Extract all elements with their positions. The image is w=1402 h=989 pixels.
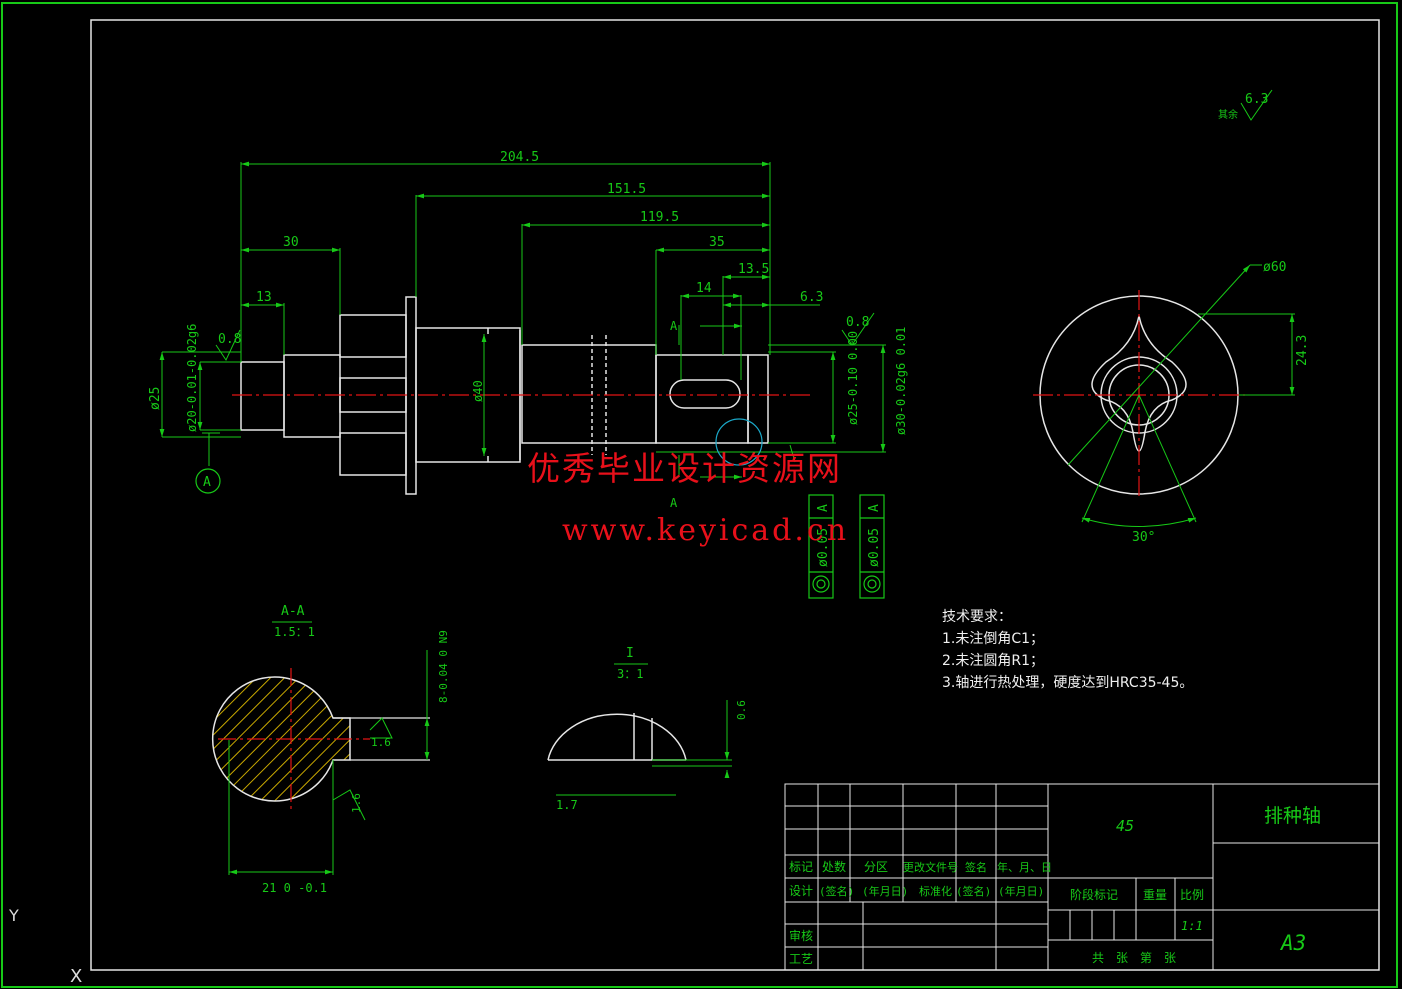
note-item-3: 3.轴进行热处理，硬度达到HRC35-45。 <box>942 675 1194 691</box>
main-dimension-lines <box>159 89 1273 480</box>
dim-13-5: 13.5 <box>738 262 769 277</box>
dim-30: 30 <box>283 235 299 250</box>
end-view-dia: ø60 <box>1263 260 1286 275</box>
tb-design-sign: (签名) <box>819 884 854 898</box>
tb-h-date: 年、月、日 <box>997 860 1052 874</box>
datum-a-label: A <box>203 475 211 490</box>
dim-35: 35 <box>709 235 725 250</box>
dim-6-3: 6.3 <box>800 290 823 305</box>
note-item-1: 1.未注倒角C1； <box>942 631 1045 647</box>
datum-a-circle <box>195 468 221 494</box>
roughness-left: 0.8 <box>218 332 241 347</box>
dim-total: 204.5 <box>500 150 539 165</box>
dim-119: 119.5 <box>640 210 679 225</box>
dim-151: 151.5 <box>607 182 646 197</box>
tolerance-frame-1-datum: A <box>816 504 831 512</box>
end-view-height: 24.3 <box>1295 335 1310 366</box>
section-rough-1: 1.6 <box>371 736 391 749</box>
tb-h-zone: 分区 <box>864 860 888 874</box>
section-mark-bottom: A <box>670 496 678 510</box>
dim-phi40: ø40 <box>471 380 485 402</box>
note-item-2: 2.未注圆角R1； <box>942 653 1044 669</box>
watermark-url: www.keyicad.cn <box>562 513 850 548</box>
tb-scale-value: 1:1 <box>1181 919 1203 933</box>
tb-h-count: 处数 <box>822 859 846 874</box>
section-depth: 21 0 -0.1 <box>262 881 327 895</box>
tb-std-sign: (签名) <box>956 884 991 898</box>
section-dimensions <box>228 621 430 875</box>
detail-dimensions <box>556 663 732 796</box>
ucs-y-icon: Y <box>9 906 19 925</box>
tolerance-frames <box>808 494 885 599</box>
tb-h-doc: 更改文件号 <box>903 860 958 874</box>
roughness-right: 0.8 <box>846 315 869 330</box>
tb-std-date: (年月日) <box>998 884 1044 898</box>
section-title: A-A <box>281 604 305 619</box>
detail-i-circle <box>715 418 763 466</box>
tb-std: 标准化 <box>919 884 952 898</box>
section-key-width: 8-0.04 0 N9 <box>437 630 450 703</box>
dim-13: 13 <box>256 290 272 305</box>
tb-paper-size: A3 <box>1279 931 1306 955</box>
notes-heading: 技术要求： <box>942 609 1012 625</box>
detail-title: I <box>626 646 634 661</box>
end-view-angle: 30° <box>1132 530 1155 545</box>
tb-stage: 阶段标记 <box>1070 887 1118 902</box>
watermark-title: 优秀毕业设计资源网 <box>527 449 842 488</box>
tb-sheets: 共 张 第 张 <box>1092 951 1176 965</box>
detail-scale: 3：1 <box>617 667 643 681</box>
inner-frame <box>90 19 1380 971</box>
dim-phi20: ø20-0.01-0.02g6 <box>185 324 199 432</box>
tb-process: 工艺 <box>789 952 813 966</box>
dim-14: 14 <box>696 281 712 296</box>
tolerance-frame-1-value: ø0.05 <box>816 528 831 567</box>
tb-h-mark: 标记 <box>789 860 813 874</box>
tb-material: 45 <box>1116 817 1134 835</box>
general-roughness-prefix: 其余 <box>1218 108 1238 121</box>
title-block-lines <box>784 783 1380 971</box>
tb-h-sign: 签名 <box>965 860 987 874</box>
ucs-x-icon: X <box>70 966 83 987</box>
section-mark-top: A <box>670 319 678 333</box>
dim-phi25b: ø25-0.10 0.00 <box>846 331 860 425</box>
section-scale: 1.5：1 <box>274 625 315 639</box>
tb-review: 审核 <box>789 928 813 943</box>
tb-design-date: (年月日) <box>862 884 908 898</box>
detail-view <box>547 713 687 761</box>
detail-dim-b: 1.7 <box>556 798 578 812</box>
end-view-dimensions <box>1067 264 1295 527</box>
tb-part-name: 排种轴 <box>1264 805 1321 827</box>
section-rough-2: 1.6 <box>350 793 363 813</box>
tolerance-frame-2-value: ø0.05 <box>867 528 882 567</box>
general-roughness: 6.3 <box>1245 92 1268 107</box>
tb-ratio: 比例 <box>1180 888 1204 902</box>
technical-requirements: 技术要求： 1.未注倒角C1； 2.未注圆角R1； 3.轴进行热处理，硬度达到H… <box>942 606 1193 694</box>
tb-weight: 重量 <box>1143 888 1167 902</box>
dim-phi25: ø25 <box>148 387 163 410</box>
tolerance-frame-2-datum: A <box>867 504 882 512</box>
dim-phi30: ø30-0.02g6 0.01 <box>894 327 908 435</box>
tb-design: 设计 <box>789 884 813 898</box>
detail-dim-a: 0.6 <box>735 700 748 720</box>
